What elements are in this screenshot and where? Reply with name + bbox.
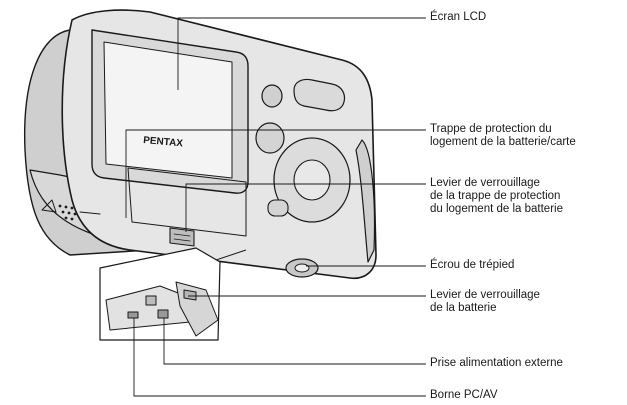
speaker-grille [58, 204, 77, 221]
leader-lcd [177, 17, 426, 90]
round-button-top [261, 84, 283, 108]
label-door-lever: Levier de verrouillage de la trappe de p… [430, 177, 563, 215]
strap-lug [355, 139, 376, 263]
leader-door-lever [185, 183, 426, 232]
lcd-screen [103, 41, 233, 179]
battery-lever-inset [145, 295, 157, 306]
label-battery-lever: Levier de verrouillage de la batterie [430, 289, 540, 314]
leader-power-jack [163, 318, 426, 365]
label-tripod: Écrou de trépied [430, 259, 515, 271]
brand-logo: PENTAX [143, 135, 184, 149]
pc-av-port [127, 311, 139, 319]
camera-illustration: PENTAX [23, 9, 377, 280]
leader-battery-door [125, 129, 426, 218]
zoom-button [293, 78, 346, 112]
ok-button [293, 159, 331, 201]
leader-pc-av [133, 318, 426, 397]
label-lcd: Écran LCD [430, 11, 487, 23]
label-battery-door: Trappe de protection du logement de la b… [430, 123, 576, 148]
inset-detail [99, 247, 247, 341]
small-button [267, 199, 289, 217]
leader-lines [125, 17, 426, 397]
battery-door [127, 167, 247, 237]
open-arrow-icon [41, 199, 57, 213]
menu-button [255, 122, 285, 154]
label-power-jack: Prise alimentation externe [430, 357, 563, 369]
door-lever [169, 227, 195, 247]
power-jack-port [157, 309, 169, 319]
label-pc-av: Borne PC/AV [430, 389, 498, 401]
